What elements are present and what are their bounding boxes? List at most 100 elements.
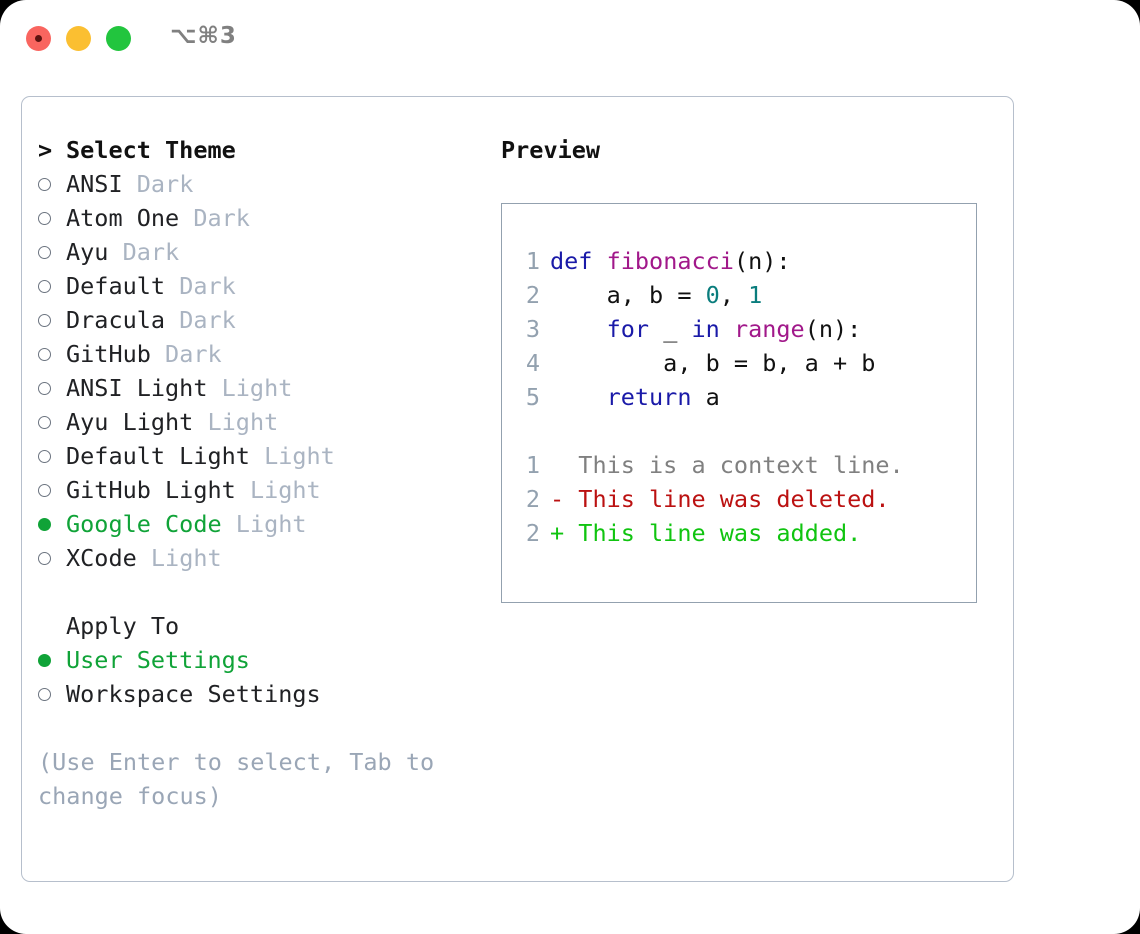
theme-variant-badge: Light: [235, 510, 307, 538]
apply-to-indent: [38, 609, 66, 643]
code_lines-line: 4 a, b = b, a + b: [514, 346, 904, 380]
theme-variant-badge: Light: [221, 374, 293, 402]
token-pl: a: [691, 383, 720, 411]
line-number: 1: [525, 247, 540, 275]
space: [250, 442, 264, 470]
code_lines-line: 2 a, b = 0, 1: [514, 278, 904, 312]
radio-dot: [38, 382, 51, 396]
help-text: (Use Enter to select, Tab to change focu…: [38, 748, 435, 810]
space: [222, 510, 236, 538]
diff_lines-line: 2- This line was deleted.: [514, 482, 904, 516]
prompt-caret-icon: >: [38, 136, 67, 164]
radio-unselected-icon: [38, 405, 66, 439]
space: [123, 170, 137, 198]
line-number: 1: [525, 451, 540, 479]
line-content: for _ in range(n):: [540, 312, 862, 346]
preview-title: Preview: [501, 136, 601, 164]
theme-option-ansi-light[interactable]: ANSI Light Light: [38, 371, 488, 405]
theme-option-atom-one[interactable]: Atom One Dark: [38, 201, 488, 235]
token-pl: [550, 315, 607, 343]
line-number: 4: [525, 349, 540, 377]
radio-unselected-icon: [38, 303, 66, 337]
radio-dot: [38, 688, 51, 702]
theme-option-google-code[interactable]: Google Code Light: [38, 507, 488, 541]
theme-name: Ayu: [66, 238, 109, 266]
maximize-window-icon[interactable]: [106, 26, 131, 51]
apply-to-option-user-settings[interactable]: User Settings: [38, 643, 488, 677]
apply-to-label: User Settings: [66, 646, 250, 674]
token-add: + This line was added.: [550, 519, 862, 547]
theme-picker-title: Select Theme: [66, 136, 236, 164]
apply-to-title: Apply To: [66, 612, 180, 640]
minimize-window-icon[interactable]: [66, 26, 91, 51]
radio-unselected-icon: [38, 167, 66, 201]
token-pl: [720, 315, 734, 343]
radio-selected-icon: [38, 643, 66, 677]
apply-to-option-workspace-settings[interactable]: Workspace Settings: [38, 677, 488, 711]
title-bar: ⌥⌘3: [0, 0, 1140, 78]
close-window-icon[interactable]: [26, 26, 51, 51]
radio-dot: [38, 552, 51, 566]
theme-name: Default Light: [66, 442, 250, 470]
keyboard-shortcut-label: ⌥⌘3: [170, 23, 237, 49]
theme-option-github-light[interactable]: GitHub Light Light: [38, 473, 488, 507]
theme-name: Atom One: [66, 204, 180, 232]
theme-option-dracula[interactable]: Dracula Dark: [38, 303, 488, 337]
token-kw: for: [606, 315, 650, 343]
line-number: 2: [525, 281, 540, 309]
apply-to-title-row: Apply To: [38, 609, 488, 643]
theme-option-default-light[interactable]: Default Light Light: [38, 439, 488, 473]
token-kw: return: [606, 383, 692, 411]
line-number: 5: [525, 383, 540, 411]
space: [165, 272, 179, 300]
line-content: def fibonacci(n):: [540, 244, 791, 278]
line-number: 2: [525, 519, 540, 547]
radio-unselected-icon: [38, 235, 66, 269]
radio-dot: [38, 178, 51, 192]
code_lines-line: 3 for _ in range(n):: [514, 312, 904, 346]
radio-unselected-icon: [38, 473, 66, 507]
theme-variant-badge: Dark: [179, 306, 236, 334]
apply-to-label: Workspace Settings: [66, 680, 321, 708]
space: [179, 204, 193, 232]
theme-name: Default: [66, 272, 166, 300]
theme-name: ANSI: [66, 170, 123, 198]
theme-option-ayu-light[interactable]: Ayu Light Light: [38, 405, 488, 439]
space: [165, 306, 179, 334]
list-spacer: [38, 575, 488, 609]
line-content: + This line was added.: [540, 516, 861, 550]
space: [108, 238, 122, 266]
line-number: 2: [525, 485, 540, 513]
theme-variant-badge: Dark: [179, 272, 236, 300]
theme-variant-badge: Light: [207, 408, 279, 436]
space: [207, 374, 221, 402]
theme-variant-badge: Light: [150, 544, 222, 572]
line-content: This is a context line.: [540, 448, 903, 482]
theme-option-github[interactable]: GitHub Dark: [38, 337, 488, 371]
space: [151, 340, 165, 368]
theme-name: GitHub Light: [66, 476, 236, 504]
radio-dot: [38, 280, 51, 294]
radio-unselected-icon: [38, 269, 66, 303]
token-pl: ,: [719, 281, 749, 309]
theme-variant-badge: Dark: [193, 204, 250, 232]
radio-dot: [38, 518, 51, 532]
radio-dot: [38, 348, 51, 362]
theme-option-ayu[interactable]: Ayu Dark: [38, 235, 488, 269]
token-fn: range: [733, 315, 805, 343]
radio-unselected-icon: [38, 337, 66, 371]
theme-option-ansi[interactable]: ANSI Dark: [38, 167, 488, 201]
code_lines-line: 5 return a: [514, 380, 904, 414]
token-pl: [592, 247, 606, 275]
theme-option-default[interactable]: Default Dark: [38, 269, 488, 303]
theme-option-xcode[interactable]: XCode Light: [38, 541, 488, 575]
radio-dot: [38, 314, 51, 328]
theme-picker-header: > Select Theme: [38, 133, 488, 167]
